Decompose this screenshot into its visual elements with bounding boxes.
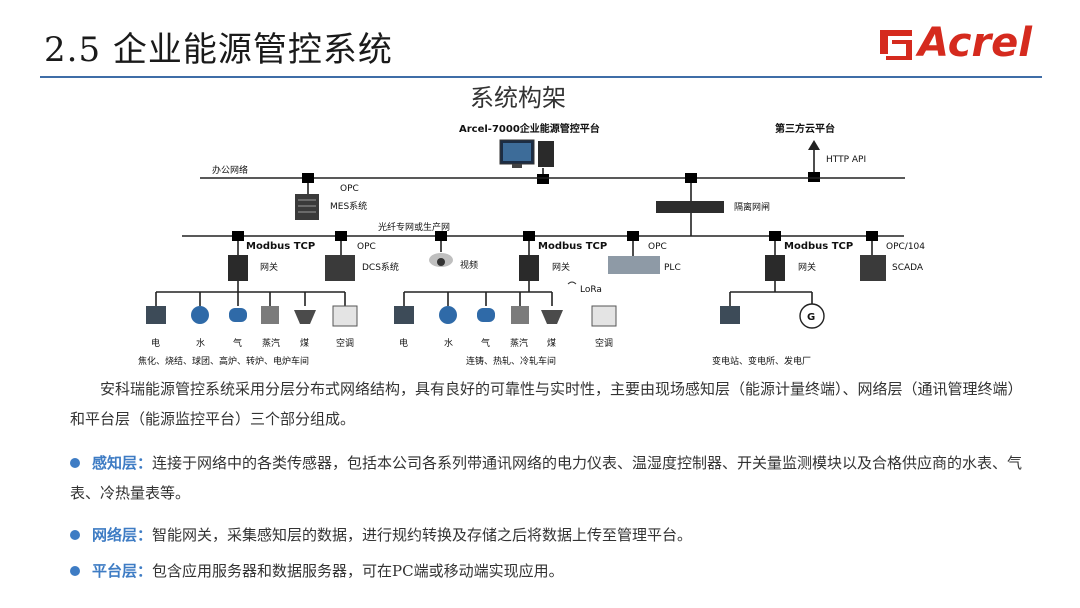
g2-label-1: 水 [444, 337, 453, 349]
power-meter-icon [394, 306, 414, 324]
g2-label-4: 煤 [547, 337, 556, 349]
g1-label-2: 气 [233, 337, 242, 349]
gas-meter-icon [477, 308, 495, 322]
g1-label-5: 空调 [336, 337, 354, 349]
plc-opc-label: OPC [648, 242, 667, 252]
isolation-gateway-icon [656, 201, 724, 213]
bullet-dot-icon [70, 530, 80, 540]
cloud-label: 第三方云平台 [775, 122, 835, 135]
bullet-desc: 包含应用服务器和数据服务器，可在PC端或移动端实现应用。 [152, 562, 564, 580]
steam-meter-icon [511, 306, 529, 324]
g1-label-0: 电 [151, 337, 160, 349]
generator-symbol: G [807, 312, 815, 323]
bullet-dot-icon [70, 458, 80, 468]
g2-label-5: 空调 [595, 337, 613, 349]
diagram-title: 系统构架 [470, 84, 566, 112]
intro-paragraph: 安科瑞能源管控系统采用分层分布式网络结构，具有良好的可靠性与实时性，主要由现场感… [70, 380, 1023, 428]
ac-controller-icon [332, 305, 358, 327]
plc-icon [608, 256, 660, 274]
fiber-net-label: 光纤专网或生产网 [378, 221, 450, 233]
title-divider [40, 76, 1042, 78]
group1-caption: 焦化、烧结、球团、高炉、转炉、电炉车间 [138, 355, 309, 367]
group1-devices [146, 292, 358, 327]
g2-label-3: 蒸汽 [510, 337, 528, 349]
g1-label-4: 煤 [300, 337, 309, 349]
power-meter-icon [146, 306, 166, 324]
gateway2-icon [519, 255, 539, 281]
g1-label-3: 蒸汽 [262, 337, 280, 349]
gateway3-icon [765, 255, 785, 281]
http-api-label: HTTP API [826, 155, 866, 165]
gateway3-modbus: Modbus TCP [784, 241, 853, 252]
dcs-cabinet-icon [325, 255, 355, 281]
gateway2-label: 网关 [552, 261, 570, 273]
gateway2-node [523, 231, 535, 241]
gas-meter-icon [229, 308, 247, 322]
camera-icon [429, 253, 453, 267]
water-meter-icon [191, 306, 209, 324]
platform-workstation-icon [499, 139, 554, 168]
gateway2-modbus: Modbus TCP [538, 241, 607, 252]
gateway1-modbus: Modbus TCP [246, 241, 315, 252]
up-arrow-icon [808, 140, 820, 150]
scada-opc-label: OPC/104 [886, 242, 925, 252]
acrel-logo-mark-icon [880, 30, 912, 60]
dcs-label: DCS系统 [362, 261, 399, 273]
generator-icon [799, 303, 825, 329]
bullet-network: 网络层：智能网关，采集感知层的数据，进行规约转换及存储之后将数据上传至管理平台。 [70, 520, 1030, 550]
mes-server-icon [295, 194, 319, 220]
ac-controller-icon [591, 305, 617, 327]
plc-node [627, 231, 639, 241]
coal-meter-icon [541, 310, 563, 324]
steam-meter-icon [261, 306, 279, 324]
lora-label: LoRa [580, 285, 602, 295]
bullet-desc: 智能网关，采集感知层的数据，进行规约转换及存储之后将数据上传至管理平台。 [152, 526, 693, 544]
g2-label-2: 气 [481, 337, 490, 349]
office-net-label: 办公网络 [212, 164, 248, 176]
gateway1-icon [228, 255, 248, 281]
video-node [435, 231, 447, 241]
mes-label: MES系统 [330, 200, 367, 212]
acrel-logo: Acrel [918, 20, 1033, 66]
isolation-node [685, 173, 697, 183]
bullet-platform: 平台层：包含应用服务器和数据服务器，可在PC端或移动端实现应用。 [70, 556, 1030, 586]
cloud-node [808, 172, 820, 182]
wireless-icon [567, 281, 577, 285]
isolation-label: 隔离网闸 [734, 201, 770, 213]
dcs-opc-label: OPC [357, 242, 376, 252]
water-meter-icon [439, 306, 457, 324]
platform-label: Arcel-7000企业能源管控平台 [459, 122, 600, 135]
g1-label-1: 水 [196, 337, 205, 349]
bullet-sensing: 感知层：连接于网络中的各类传感器，包括本公司各系列带通讯网络的电力仪表、温湿度控… [70, 448, 1030, 508]
scada-label: SCADA [892, 263, 924, 273]
video-label: 视频 [460, 259, 478, 271]
dcs-node [335, 231, 347, 241]
slide-title: 2.5 企业能源管控系统 [44, 30, 393, 70]
gateway3-label: 网关 [798, 261, 816, 273]
g2-label-0: 电 [399, 337, 408, 349]
scada-server-icon [860, 255, 886, 281]
bullet-dot-icon [70, 566, 80, 576]
power-meter-icon [720, 306, 740, 324]
group3-caption: 变电站、变电所、发电厂 [712, 355, 811, 367]
scada-node [866, 231, 878, 241]
gateway1-label: 网关 [260, 261, 278, 273]
system-architecture-diagram: 系统构架 Arcel-7000企业能源管控平台 第三方云平台 HTTP API … [138, 84, 925, 367]
bullet-term: 网络层： [92, 526, 153, 544]
mes-node [302, 173, 314, 183]
gateway3-node [769, 231, 781, 241]
bullet-term: 平台层： [92, 562, 153, 580]
gateway1-node [232, 231, 244, 241]
bullet-desc: 连接于网络中的各类传感器，包括本公司各系列带通讯网络的电力仪表、温湿度控制器、开… [70, 454, 1023, 502]
plc-label: PLC [664, 263, 681, 273]
group2-caption: 连铸、热轧、冷轧车间 [466, 355, 556, 367]
group2-devices [394, 292, 617, 327]
coal-meter-icon [294, 310, 316, 324]
mes-opc-label: OPC [340, 184, 359, 194]
bullet-term: 感知层： [92, 454, 153, 472]
platform-node [537, 174, 549, 184]
